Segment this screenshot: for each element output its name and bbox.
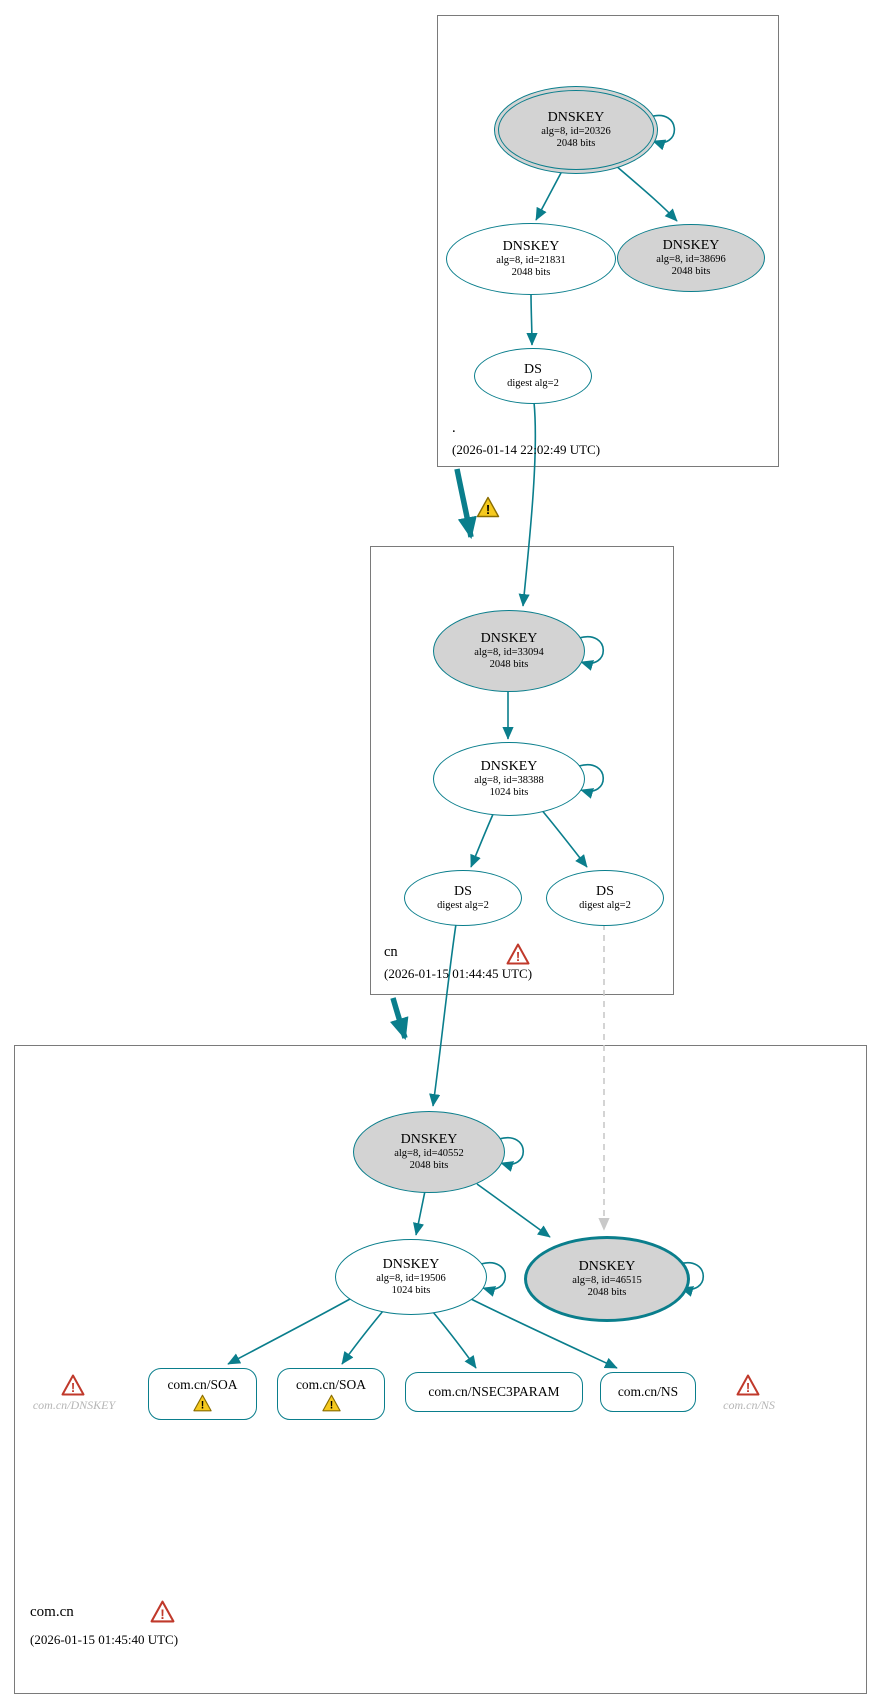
- node-title: DNSKEY: [480, 758, 538, 774]
- zone-timestamp-root: (2026-01-14 22:02:49 UTC): [452, 442, 601, 457]
- node-title: DS: [596, 883, 614, 899]
- node-bits: 2048 bits: [511, 267, 551, 279]
- edge-cndsleft-comcn-ksk: [429, 923, 457, 1107]
- node-bits: 1024 bits: [391, 1285, 431, 1297]
- edge-bridge-cn-comcn: [389, 997, 409, 1041]
- edge-root-zsk-ds: [526, 292, 538, 346]
- node-title: DNSKEY: [662, 237, 720, 253]
- node-detail: digest alg=2: [437, 900, 489, 912]
- warning-icon: !: [476, 496, 500, 518]
- node-detail: digest alg=2: [507, 378, 559, 390]
- edge-cn-zsk-dsleft: [470, 811, 495, 868]
- node-title: DNSKEY: [480, 630, 538, 646]
- rrset-ns: com.cn/NS: [600, 1372, 696, 1412]
- edge-comcn-zsk-soa1: [227, 1298, 351, 1365]
- zone-box-cn: [370, 546, 674, 995]
- node-detail: alg=8, id=40552: [394, 1147, 464, 1159]
- node-detail: alg=8, id=19506: [376, 1272, 446, 1284]
- node-title: DS: [454, 883, 472, 899]
- node-title: DNSKEY: [400, 1131, 458, 1147]
- node-detail: digest alg=2: [579, 900, 631, 912]
- annotation-comcn-ns: com.cn/NS: [723, 1398, 775, 1412]
- svg-text:!: !: [71, 1380, 75, 1395]
- svg-text:!: !: [516, 949, 520, 964]
- cn-zsk-node: DNSKEY alg=8, id=38388 1024 bits: [433, 742, 585, 816]
- node-bits: 2048 bits: [587, 1287, 627, 1299]
- node-bits: 2048 bits: [489, 659, 529, 671]
- zone-timestamp-cn: (2026-01-15 01:44:45 UTC): [384, 966, 533, 981]
- svg-text:!: !: [746, 1380, 750, 1395]
- comcn-zsk-node: DNSKEY alg=8, id=19506 1024 bits: [335, 1239, 487, 1315]
- rrset-label: com.cn/SOA: [295, 1376, 367, 1392]
- root-ds-node: DS digest alg=2: [474, 348, 592, 404]
- cn-ds-left-node: DS digest alg=2: [404, 870, 522, 926]
- node-bits: 2048 bits: [671, 266, 711, 278]
- annotation-comcn-dnskey: com.cn/DNSKEY: [32, 1398, 116, 1412]
- edge-comcn-sep-selfloop: [678, 1261, 704, 1297]
- rrset-soa-2: com.cn/SOA !: [277, 1368, 385, 1420]
- node-detail: alg=8, id=33094: [474, 646, 544, 658]
- root-zsk-node: DNSKEY alg=8, id=21831 2048 bits: [446, 223, 616, 295]
- node-title: DS: [524, 361, 542, 377]
- root-ksk-node: DNSKEY alg=8, id=20326 2048 bits: [494, 86, 658, 174]
- error-icon: !: [736, 1374, 760, 1396]
- svg-text:!: !: [160, 1607, 165, 1622]
- warning-icon: !: [321, 1394, 342, 1412]
- node-detail: alg=8, id=38388: [474, 774, 544, 786]
- rrset-soa-1: com.cn/SOA !: [148, 1368, 257, 1420]
- edge-comcn-ksk-zsk: [413, 1190, 426, 1236]
- rrset-nsec3param: com.cn/NSEC3PARAM: [405, 1372, 583, 1412]
- cn-ds-right-node: DS digest alg=2: [546, 870, 664, 926]
- node-bits: 1024 bits: [489, 787, 529, 799]
- rrset-label: com.cn/NSEC3PARAM: [428, 1384, 560, 1399]
- cn-ksk-node: DNSKEY alg=8, id=33094 2048 bits: [433, 610, 585, 692]
- comcn-ksk-node: DNSKEY alg=8, id=40552 2048 bits: [353, 1111, 505, 1193]
- error-icon: !: [61, 1374, 85, 1396]
- zone-timestamp-comcn: (2026-01-15 01:45:40 UTC): [30, 1632, 179, 1647]
- edge-root-ksk-dnskey3: [614, 164, 678, 222]
- error-icon: !: [150, 1600, 175, 1623]
- zone-label-cn: cn: [384, 944, 398, 960]
- edge-bridge-root-cn: [454, 468, 477, 540]
- node-detail: alg=8, id=21831: [496, 254, 566, 266]
- rrset-label: com.cn/NS: [617, 1384, 679, 1399]
- edge-comcn-zsk-selfloop: [480, 1261, 506, 1297]
- node-detail: alg=8, id=20326: [541, 125, 611, 137]
- zone-label-comcn: com.cn: [30, 1604, 74, 1620]
- edge-comcn-ksk-selfloop: [498, 1136, 524, 1172]
- svg-text:!: !: [486, 502, 490, 517]
- node-detail: alg=8, id=46515: [572, 1274, 642, 1286]
- edge-root-ksk-selfloop: [649, 114, 676, 151]
- edge-root-ksk-zsk: [535, 170, 563, 221]
- node-bits: 2048 bits: [556, 138, 596, 150]
- edge-rootds-cn-ksk: [518, 401, 537, 607]
- svg-text:!: !: [329, 1399, 333, 1411]
- zone-box-root: [437, 15, 779, 467]
- node-title: DNSKEY: [547, 109, 605, 125]
- error-icon: !: [506, 943, 530, 965]
- comcn-sep-node: DNSKEY alg=8, id=46515 2048 bits: [524, 1236, 690, 1322]
- node-title: DNSKEY: [382, 1256, 440, 1272]
- node-detail: alg=8, id=38696: [656, 253, 726, 265]
- edge-comcn-zsk-nsec3param: [432, 1311, 477, 1369]
- node-title: DNSKEY: [578, 1258, 636, 1274]
- node-title: DNSKEY: [502, 238, 560, 254]
- edge-comcn-zsk-ns: [466, 1296, 618, 1369]
- rrset-label: com.cn/SOA: [167, 1376, 238, 1392]
- warning-icon: !: [192, 1394, 213, 1412]
- edge-comcn-ksk-sep: [476, 1183, 551, 1238]
- root-dnskey3-node: DNSKEY alg=8, id=38696 2048 bits: [617, 224, 765, 292]
- edge-cn-zsk-dsright: [539, 807, 588, 868]
- edge-cn-zsk-selfloop: [578, 763, 604, 799]
- edge-comcn-zsk-soa2: [341, 1310, 384, 1365]
- edge-cn-ksk-selfloop: [578, 635, 604, 671]
- zone-label-root: .: [452, 420, 456, 436]
- node-bits: 2048 bits: [409, 1160, 449, 1172]
- svg-text:!: !: [201, 1399, 205, 1411]
